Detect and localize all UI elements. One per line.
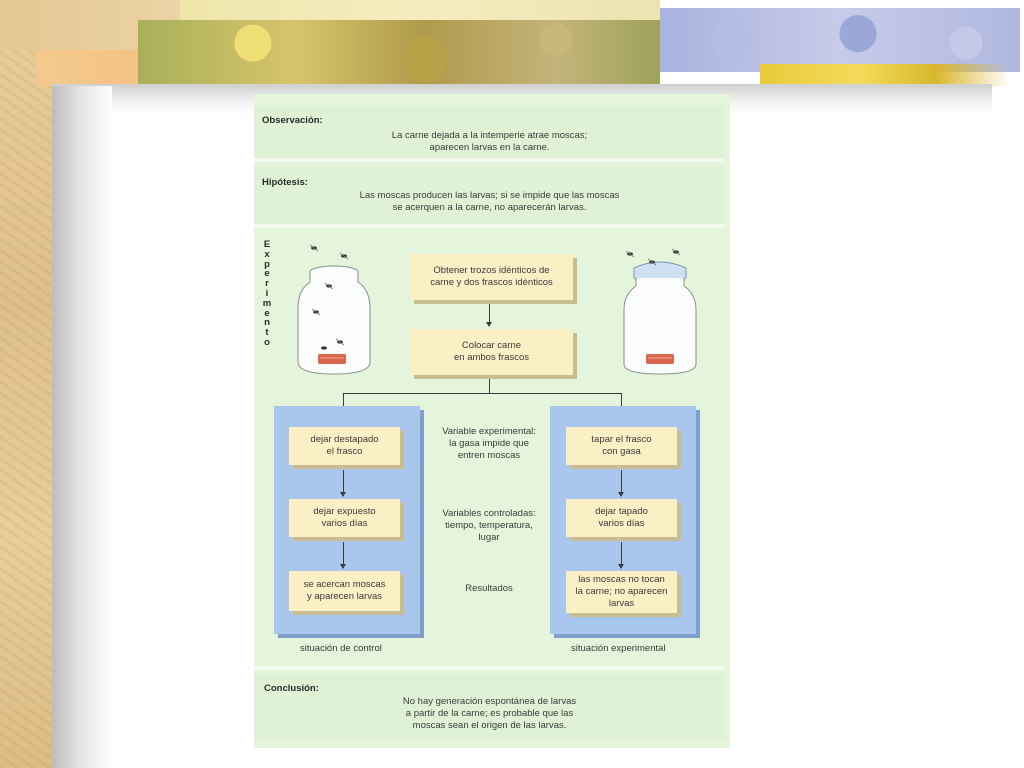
conclusion-text: No hay generación espontánea de larvas — [402, 696, 577, 707]
hypothesis-label: Hipótesis: — [262, 177, 308, 188]
control-step: se acercan moscas y aparecen larvas — [289, 571, 400, 611]
arrow-down-icon — [618, 564, 624, 569]
slide-shadow — [52, 86, 112, 768]
divider — [254, 158, 725, 162]
experimental-step: dejar tapado varios días — [566, 499, 677, 537]
connector — [343, 542, 344, 564]
step-place-meat: Colocar carne en ambos frascos — [410, 329, 573, 375]
connector — [489, 304, 490, 322]
connector — [489, 379, 490, 393]
banner-wheat-image — [760, 64, 1010, 86]
open-jar-image — [297, 244, 371, 375]
hypothesis-panel: Hipótesis: Las moscas producen las larva… — [254, 167, 725, 223]
observation-label: Observación: — [262, 115, 323, 126]
controlled-variables-text: Variables controladas: tiempo, temperatu… — [442, 508, 536, 543]
arrow-down-icon — [340, 564, 346, 569]
arrow-down-icon — [486, 322, 492, 327]
conclusion-text: a partir de la carne; es probable que la… — [405, 708, 574, 719]
conclusion-panel: Conclusión: No hay generación espontánea… — [254, 674, 725, 740]
banner-leaves-image — [138, 20, 660, 86]
hypothesis-text: se acerquen a la carne, no aparecerán la… — [392, 202, 587, 213]
conclusion-text: moscas sean el origen de las larvas. — [412, 720, 567, 731]
experimental-caption: situación experimental — [571, 643, 666, 654]
scientific-method-figure: Observación: La carne dejada a la intemp… — [254, 94, 730, 748]
arrow-down-icon — [340, 492, 346, 497]
connector — [621, 542, 622, 564]
experimental-step: tapar el frasco con gasa — [566, 427, 677, 465]
experimental-step: las moscas no tocan la carne; no aparece… — [566, 571, 677, 613]
connector — [343, 470, 344, 492]
slide-left-texture — [0, 0, 52, 768]
arrow-down-icon — [618, 492, 624, 497]
variable-experimental-text: Variable experimental: la gasa impide qu… — [442, 426, 536, 461]
banner-flowers-image — [660, 8, 1020, 72]
results-label: Resultados — [465, 583, 513, 594]
banner-texture — [180, 0, 660, 20]
observation-text: aparecen larvas en la carne. — [429, 142, 550, 153]
covered-jar-image — [623, 248, 697, 375]
control-caption: situación de control — [300, 643, 382, 654]
observation-text: La carne dejada a la intemperie atrae mo… — [391, 130, 588, 141]
step-obtain-samples: Obtener trozos idénticos de carne y dos … — [410, 254, 573, 300]
divider — [254, 224, 725, 228]
divider — [254, 666, 725, 670]
hypothesis-text: Las moscas producen las larvas; si se im… — [359, 190, 620, 201]
connector — [621, 470, 622, 492]
control-step: dejar expuesto varios días — [289, 499, 400, 537]
observation-panel: Observación: La carne dejada a la intemp… — [254, 106, 725, 158]
conclusion-label: Conclusión: — [264, 683, 319, 694]
connector — [343, 393, 621, 394]
experiment-vertical-label: E x p e r i m e n t o — [262, 239, 272, 348]
control-step: dejar destapado el frasco — [289, 427, 400, 465]
